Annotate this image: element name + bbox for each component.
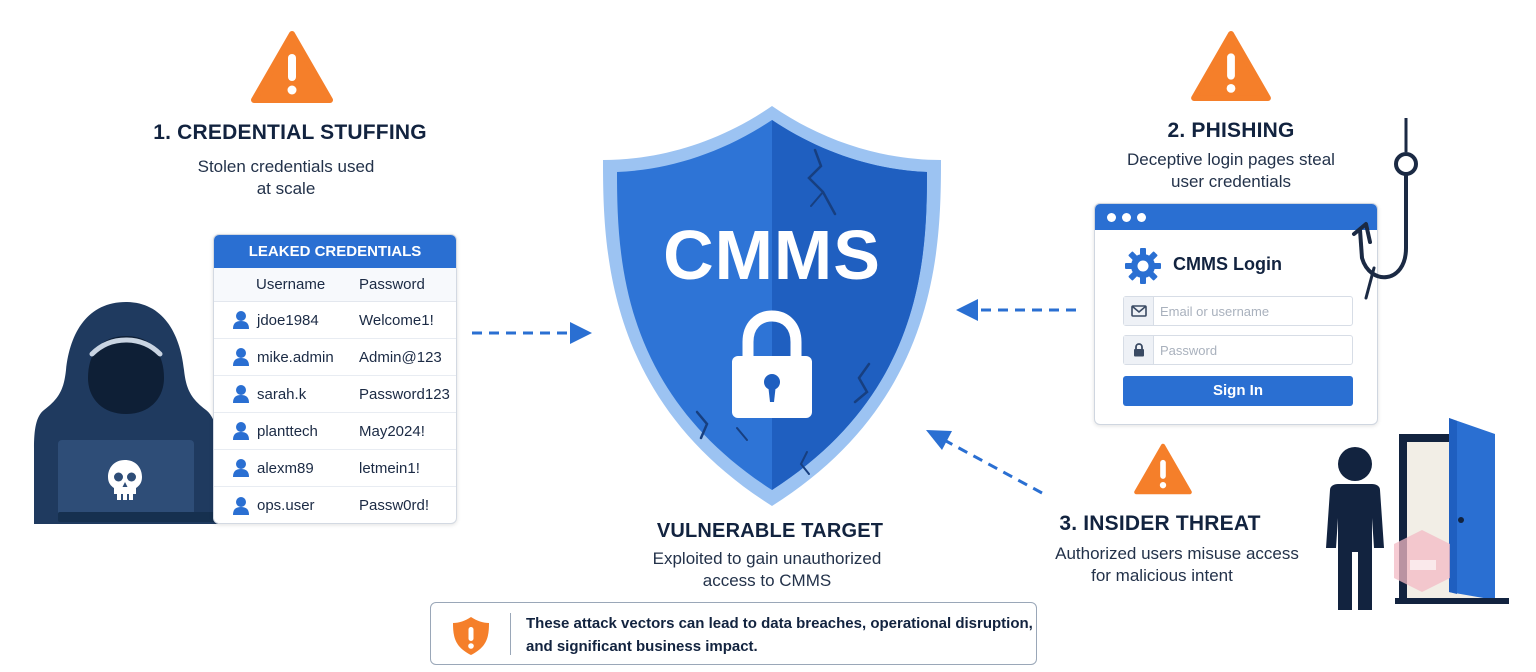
password-field[interactable]: Password	[1123, 335, 1353, 365]
table-row: planttech May2024!	[214, 413, 456, 450]
impact-note: These attack vectors can lead to data br…	[430, 602, 1037, 665]
arrow-insider-to-target	[926, 430, 1043, 495]
target-title: VULNERABLE TARGET	[656, 520, 884, 542]
gear-icon	[1125, 248, 1161, 284]
username-column-header: Username	[256, 276, 326, 293]
email-placeholder: Email or username	[1160, 303, 1270, 319]
person-icon	[1326, 447, 1384, 610]
table-row: jdoe1984 Welcome1!	[214, 302, 456, 339]
phishing-title: 2. PHISHING	[1167, 119, 1295, 142]
insider-desc-2: for malicious intent	[1091, 566, 1233, 585]
sign-in-button[interactable]: Sign In	[1123, 376, 1353, 406]
impact-note-line-1: These attack vectors can lead to data br…	[526, 615, 1033, 632]
username-cell: mike.admin	[214, 347, 351, 367]
table-row: mike.admin Admin@123	[214, 339, 456, 376]
insider-title: 3. INSIDER THREAT	[1059, 512, 1261, 535]
password-cell: May2024!	[359, 422, 425, 440]
username-cell: alexm89	[214, 458, 351, 478]
username-cell: ops.user	[214, 496, 351, 516]
username-text: mike.admin	[257, 348, 334, 366]
leaked-credentials-header: Username Password	[214, 268, 456, 302]
username-text: planttech	[257, 422, 318, 440]
password-cell: Welcome1!	[359, 311, 434, 329]
login-title: CMMS Login	[1173, 254, 1282, 274]
shield-watermark-icon	[1394, 530, 1450, 592]
user-icon	[227, 496, 255, 516]
target-desc-2: access to CMMS	[702, 571, 832, 590]
credential-stuffing-title: 1. CREDENTIAL STUFFING	[153, 121, 427, 144]
username-cell: sarah.k	[214, 384, 351, 404]
credential-stuffing-desc-2: at scale	[256, 179, 316, 198]
password-cell: Passw0rd!	[359, 497, 430, 514]
phishing-desc-1: Deceptive login pages steal	[1127, 150, 1335, 169]
warning-icon-credential-stuffing	[251, 31, 333, 103]
impact-note-line-2: and significant business impact.	[526, 638, 758, 655]
phishing-login-window: CMMS Login Email or username Password Si…	[1094, 203, 1378, 425]
leaked-credentials-card: LEAKED CREDENTIALS Username Password jdo…	[213, 234, 457, 524]
lock-icon	[1124, 336, 1154, 364]
table-row: ops.user Passw0rd!	[214, 487, 456, 523]
password-column-header: Password	[359, 276, 425, 293]
skull-icon	[108, 460, 142, 500]
fishing-hook-icon	[1352, 118, 1418, 300]
shield-label: CMMS	[663, 216, 881, 294]
password-cell: Admin@123	[359, 348, 442, 366]
email-field[interactable]: Email or username	[1123, 296, 1353, 326]
password-cell: letmein1!	[359, 459, 420, 477]
password-placeholder: Password	[1160, 342, 1218, 358]
user-icon	[227, 384, 255, 404]
window-title-bar	[1095, 204, 1377, 230]
padlock-icon	[732, 310, 812, 418]
user-icon	[227, 310, 255, 330]
table-row: sarah.k Password123	[214, 376, 456, 413]
username-text: jdoe1984	[257, 311, 319, 329]
impact-note-text: These attack vectors can lead to data br…	[526, 612, 1033, 658]
cmms-shield	[603, 106, 941, 506]
user-icon	[227, 347, 255, 367]
arrow-credential-to-target	[472, 322, 592, 344]
username-text: sarah.k	[257, 385, 307, 403]
phishing-desc-2: user credentials	[1170, 172, 1291, 191]
table-row: alexm89 letmein1!	[214, 450, 456, 487]
warning-icon-phishing	[1191, 30, 1271, 102]
credential-stuffing-desc-1: Stolen credentials used	[197, 157, 375, 176]
leaked-credentials-title: LEAKED CREDENTIALS	[214, 235, 456, 268]
warning-icon-insider	[1134, 443, 1192, 495]
username-cell: jdoe1984	[214, 310, 351, 330]
mail-icon	[1124, 297, 1154, 325]
user-icon	[227, 458, 255, 478]
shield-alert-icon	[453, 617, 489, 655]
target-desc-1: Exploited to gain unauthorized	[652, 549, 882, 568]
username-cell: planttech	[214, 421, 351, 441]
username-text: ops.user	[257, 497, 315, 514]
insider-desc-1: Authorized users misuse access	[1055, 544, 1299, 563]
password-cell: Password123	[359, 385, 450, 403]
user-icon	[227, 421, 255, 441]
username-text: alexm89	[257, 459, 314, 477]
arrow-phishing-to-target	[956, 299, 1076, 321]
